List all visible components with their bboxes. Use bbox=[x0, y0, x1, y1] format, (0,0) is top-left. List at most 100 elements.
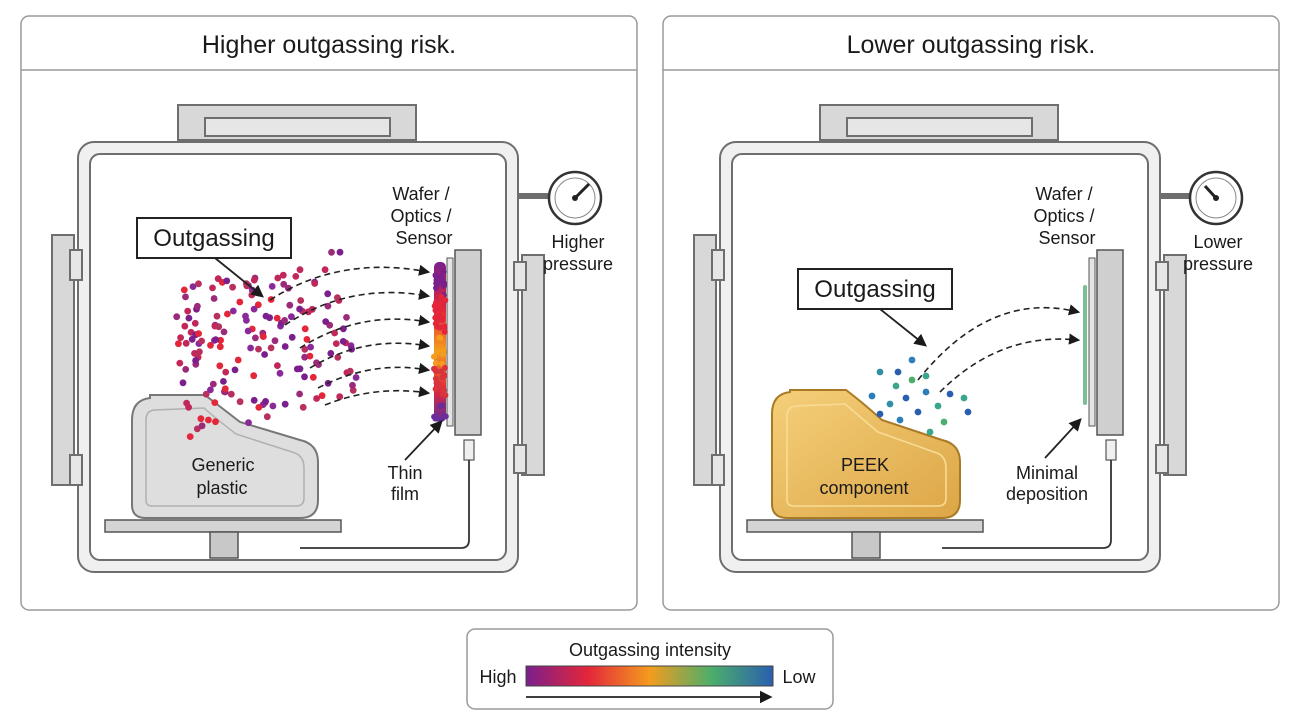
particle bbox=[301, 373, 308, 381]
particle bbox=[339, 338, 347, 345]
particle bbox=[322, 318, 330, 325]
particle bbox=[902, 394, 910, 402]
particle bbox=[340, 325, 347, 333]
particle bbox=[321, 266, 329, 274]
target-label-line1: Wafer / bbox=[392, 184, 449, 204]
particle bbox=[261, 351, 268, 358]
particle bbox=[280, 280, 288, 288]
particle bbox=[296, 390, 303, 398]
particle bbox=[222, 368, 230, 376]
particle bbox=[182, 339, 190, 347]
particle bbox=[331, 329, 338, 337]
particle bbox=[328, 248, 335, 256]
particle bbox=[868, 392, 876, 400]
intensity-legend: Outgassing intensity High Low bbox=[466, 628, 834, 710]
deposited-particle bbox=[442, 364, 448, 371]
particle bbox=[886, 400, 894, 408]
particle bbox=[244, 327, 252, 335]
particle bbox=[188, 335, 196, 343]
minimal-deposition-callout: Minimal deposition bbox=[1006, 418, 1088, 504]
particle bbox=[914, 408, 922, 416]
particle bbox=[336, 248, 344, 256]
particle bbox=[185, 314, 193, 322]
particle bbox=[202, 390, 210, 398]
particle bbox=[336, 393, 344, 401]
particle bbox=[181, 322, 189, 330]
particle bbox=[229, 283, 237, 291]
particle bbox=[922, 372, 930, 380]
deposited-particle bbox=[432, 314, 439, 321]
particle bbox=[207, 386, 214, 394]
part-label-line1: Generic bbox=[191, 455, 254, 475]
particle bbox=[346, 367, 354, 375]
deposited-particle bbox=[442, 413, 449, 420]
particle bbox=[182, 293, 189, 301]
particle bbox=[255, 345, 262, 353]
particle bbox=[276, 369, 284, 377]
outgassing-callout: Outgassing bbox=[136, 217, 292, 298]
particle bbox=[216, 362, 224, 370]
outgassing-callout: Outgassing bbox=[797, 268, 953, 347]
particle bbox=[274, 362, 281, 369]
deposited-particle bbox=[431, 413, 438, 420]
particle bbox=[243, 317, 250, 324]
deposited-particle bbox=[440, 387, 447, 394]
particle bbox=[301, 345, 309, 353]
particle bbox=[212, 418, 219, 426]
deposited-particle bbox=[440, 282, 447, 289]
deposited-particle bbox=[436, 304, 443, 311]
target-label-line2: Optics / bbox=[390, 206, 451, 226]
particle bbox=[184, 307, 192, 315]
deposited-particle bbox=[435, 380, 442, 387]
deposited-particle bbox=[438, 293, 445, 300]
particle bbox=[198, 422, 206, 430]
legend-high-label: High bbox=[479, 667, 516, 687]
particle bbox=[236, 398, 244, 406]
particle bbox=[876, 368, 884, 376]
particle bbox=[250, 305, 258, 313]
particle bbox=[301, 325, 309, 333]
part-label-line2: component bbox=[819, 478, 908, 498]
thin-film-callout: Thin film bbox=[387, 420, 443, 504]
particle bbox=[263, 413, 271, 421]
particle bbox=[940, 418, 948, 426]
particle bbox=[313, 395, 320, 402]
particle bbox=[207, 341, 214, 349]
particle bbox=[267, 344, 275, 352]
particle bbox=[269, 402, 277, 410]
particle bbox=[227, 390, 235, 398]
particle bbox=[281, 317, 288, 324]
particle bbox=[192, 357, 200, 364]
deposited-particle bbox=[437, 347, 444, 354]
particle bbox=[186, 433, 194, 440]
particle bbox=[279, 271, 287, 279]
particle bbox=[318, 392, 326, 400]
particle bbox=[177, 334, 185, 341]
particle bbox=[296, 266, 304, 274]
part-label-line2: plastic bbox=[196, 478, 247, 498]
sensor-probe bbox=[1105, 439, 1117, 461]
particle bbox=[195, 280, 202, 288]
gauge-label-line2: pressure bbox=[543, 254, 613, 274]
particle bbox=[254, 301, 262, 309]
particle bbox=[175, 340, 182, 348]
particle bbox=[231, 366, 239, 374]
particle bbox=[288, 313, 295, 321]
particle bbox=[288, 333, 296, 341]
particle bbox=[332, 340, 340, 347]
particle bbox=[191, 319, 199, 327]
target-label-line1: Wafer / bbox=[1035, 184, 1092, 204]
deposited-particle bbox=[441, 323, 448, 330]
deposited-particle bbox=[432, 375, 439, 382]
sensor-probe bbox=[463, 439, 475, 461]
panel-title: Lower outgassing risk. bbox=[847, 31, 1096, 59]
outgassing-flow-arrows bbox=[269, 264, 431, 406]
particle bbox=[343, 314, 350, 321]
particle bbox=[293, 365, 301, 373]
particle bbox=[285, 284, 292, 292]
particle bbox=[268, 283, 276, 290]
generic-plastic-part: Generic plastic bbox=[131, 394, 319, 519]
particle bbox=[215, 323, 223, 331]
peek-component: PEEK component bbox=[771, 389, 961, 519]
particle bbox=[296, 305, 303, 313]
